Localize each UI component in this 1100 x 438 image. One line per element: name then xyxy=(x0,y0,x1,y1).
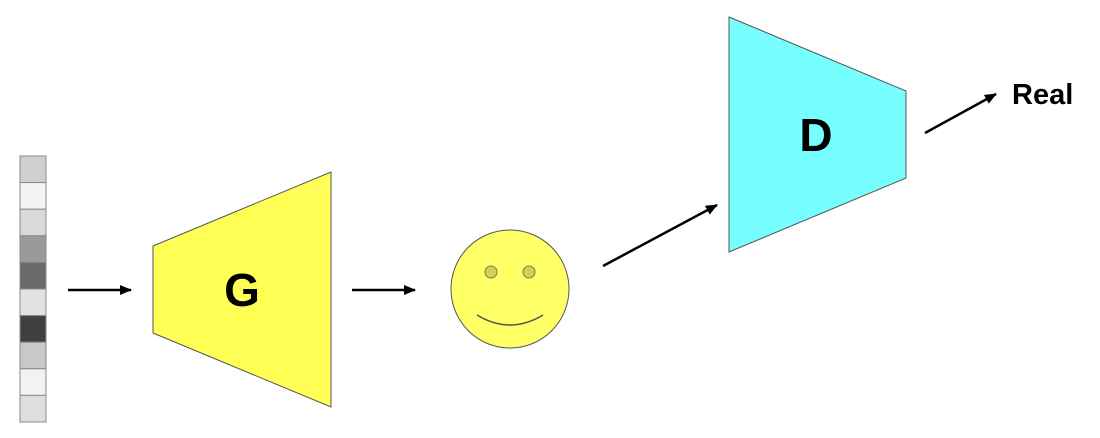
face-right-eye xyxy=(522,265,536,279)
noise-vector xyxy=(19,155,47,423)
noise-cell xyxy=(19,394,47,423)
noise-cell xyxy=(19,341,47,370)
generator-label: G xyxy=(224,264,260,316)
discriminator-label: D xyxy=(799,109,832,161)
generator-trapezoid xyxy=(152,171,332,408)
face-left-eye xyxy=(484,265,498,279)
noise-cell xyxy=(19,235,47,263)
face-smile xyxy=(476,314,544,326)
noise-cell xyxy=(19,288,47,317)
noise-cell xyxy=(19,315,47,343)
noise-cell xyxy=(19,155,47,184)
noise-cell xyxy=(19,261,47,290)
generated-sample-face xyxy=(450,229,570,349)
noise-cell xyxy=(19,208,47,237)
noise-cell xyxy=(19,182,47,210)
face-circle xyxy=(450,229,570,349)
noise-cell xyxy=(19,368,47,396)
discriminator-trapezoid xyxy=(728,16,907,253)
arrow-discriminator-to-output xyxy=(924,92,997,135)
generator-block: G xyxy=(152,171,332,408)
discriminator-block: D xyxy=(728,16,907,253)
output-label: Real xyxy=(1012,79,1073,111)
arrow-sample-to-discriminator xyxy=(602,203,718,268)
